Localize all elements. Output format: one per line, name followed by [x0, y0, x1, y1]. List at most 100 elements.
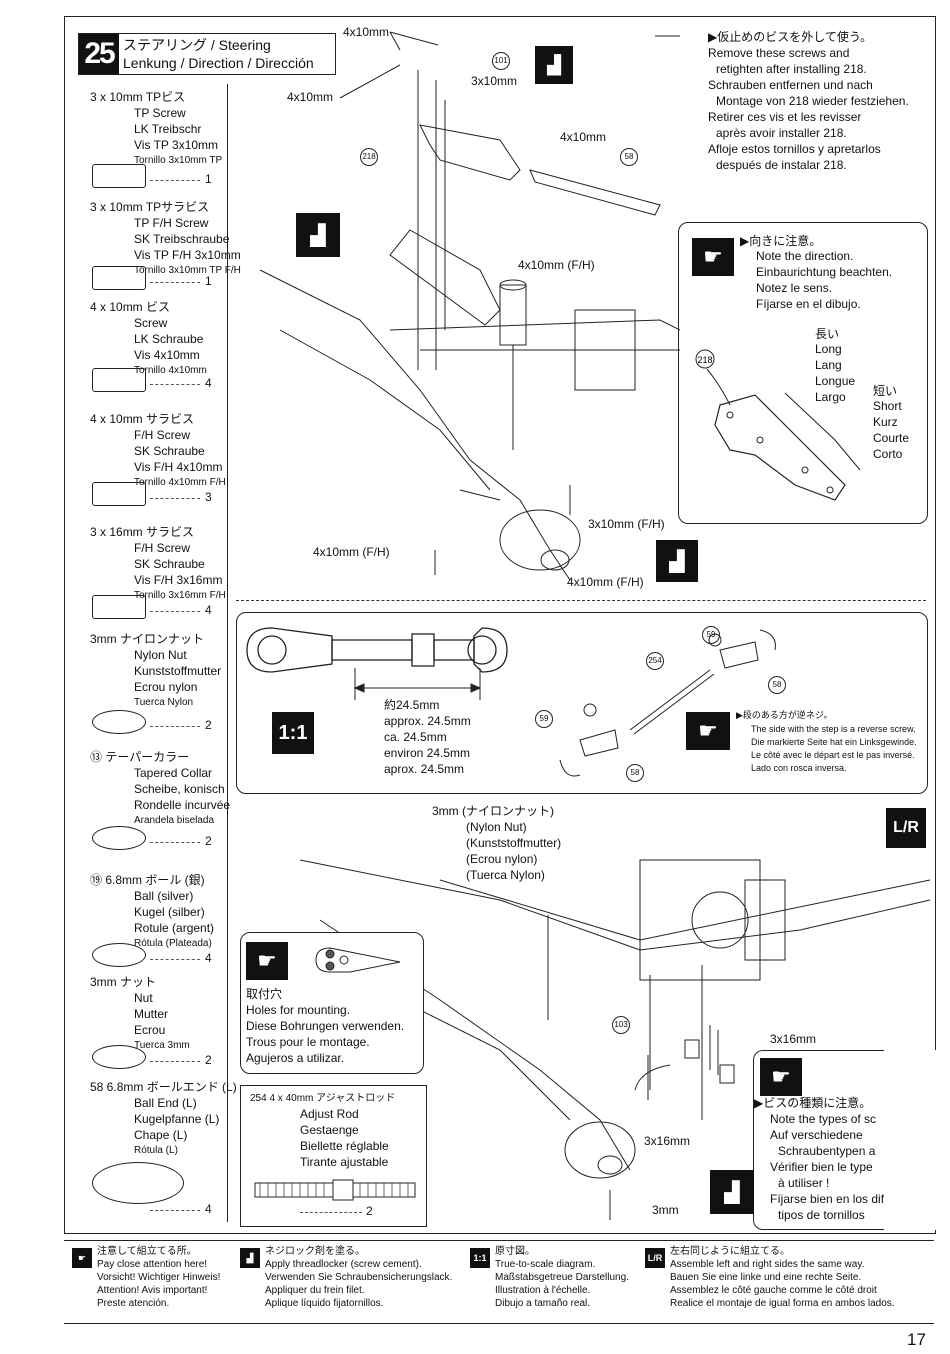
part-7-line-1: ⑬ テーパーカラー	[90, 750, 190, 764]
part-58-callout-b: 58	[768, 676, 786, 694]
screw-types-de2: Schraubentypen a	[778, 1144, 876, 1158]
part-6-leader	[150, 726, 200, 727]
mounting-en: Holes for mounting.	[246, 1003, 351, 1017]
direction-es: Fíjarse en el dibujo.	[756, 297, 861, 311]
part-1-line-1: 3 x 10mm TPビス	[90, 90, 186, 104]
part-4-leader	[150, 498, 200, 499]
legend-2-line-1: ネジロック剤を塗る。	[265, 1246, 365, 1257]
adjust-rod-fr: Biellette réglable	[300, 1139, 389, 1153]
adjust-rod-en: Adjust Rod	[300, 1107, 359, 1121]
part-2-line-4: Vis TP F/H 3x10mm	[134, 248, 241, 262]
short-de: Kurz	[873, 415, 898, 429]
legend-3-line-3: Maßstabsgetreue Darstellung.	[495, 1272, 629, 1283]
short-ja: 短い	[873, 384, 898, 398]
remove-screws-de1: Schrauben entfernen und nach	[708, 78, 873, 92]
part-5-line-5: Tornillo 3x16mm F/H	[134, 590, 226, 601]
part-218-label: 218	[697, 355, 712, 365]
part-6-line-5: Tuerca Nylon	[134, 697, 194, 708]
label-4x10fh-mid: 4x10mm (F/H)	[518, 258, 595, 272]
part-1-line-2: TP Screw	[134, 106, 186, 120]
rod-scale-drawing	[246, 627, 508, 673]
legend-1-line-3: Vorsicht! Wichtiger Hinweis!	[97, 1272, 221, 1283]
part-8-leader	[150, 959, 200, 960]
legend-4-line-1: 左右同じように組立てる。	[670, 1246, 790, 1257]
remove-screws-de2: Montage von 218 wieder festziehen.	[716, 94, 909, 108]
part-58-callout: 58	[620, 148, 638, 166]
ball-end-assembly-drawing	[559, 629, 776, 777]
short-es: Corto	[873, 447, 903, 461]
left-right-icon: L/R	[645, 1248, 665, 1268]
part-3-line-5: Tornillo 4x10mm	[134, 365, 207, 376]
part-9-qty: 2	[205, 1053, 212, 1067]
part-4-line-3: SK Schraube	[134, 444, 205, 458]
hand-icon: ☛	[686, 712, 730, 750]
part-1-line-4: Vis TP 3x10mm	[134, 138, 219, 152]
legend-3-line-1: 原寸図。	[495, 1246, 535, 1257]
part-3-line-3: LK Schraube	[134, 332, 204, 346]
label-3x10: 3x10mm	[471, 74, 518, 88]
rod-length-ja: 約24.5mm	[384, 698, 440, 712]
remove-screws-en2: retighten after installing 218.	[716, 62, 867, 76]
part-9-illustration	[92, 1045, 146, 1069]
part-8-line-1: ⑲ 6.8mm ボール (銀)	[90, 873, 205, 887]
part-3-line-4: Vis 4x10mm	[134, 348, 200, 362]
part-101-callout: 101	[492, 52, 510, 70]
reverse-screw-ja: ▶段のある方が逆ネジ。	[736, 710, 833, 720]
part-2-line-2: TP F/H Screw	[134, 216, 209, 230]
legend-4-line-2: Assemble left and right sides the same w…	[670, 1259, 865, 1270]
screw-types-es1: Fíjarse bien en los dife	[770, 1192, 891, 1206]
part-10-illustration	[92, 1162, 184, 1204]
legend-2-line-2: Apply threadlocker (screw cement).	[265, 1259, 422, 1270]
part-6-illustration	[92, 710, 146, 734]
adjust-rod-qty: 2	[366, 1204, 373, 1218]
long-en: Long	[815, 342, 842, 356]
long-de: Lang	[815, 358, 842, 372]
part-3-line-2: Screw	[134, 316, 168, 330]
mounting-ja: 取付穴	[246, 987, 283, 1001]
part-7-line-2: Tapered Collar	[134, 766, 213, 780]
part-10-line-4: Chape (L)	[134, 1128, 188, 1142]
part-6-line-4: Ecrou nylon	[134, 680, 198, 694]
adjust-rod-title: 254 4 x 40mm アジャストロッド	[250, 1093, 396, 1104]
hand-icon: ☛	[72, 1248, 92, 1268]
part-3-line-1: 4 x 10mm ビス	[90, 300, 171, 314]
part-3-leader	[150, 384, 200, 385]
part-3-illustration	[92, 368, 146, 392]
legend-1-line-4: Attention! Avis important!	[97, 1285, 208, 1296]
steering-plate-detail: 218	[695, 349, 861, 501]
part-4-illustration	[92, 482, 146, 506]
remove-screws-fr1: Retirer ces vis et les revisser	[708, 110, 862, 124]
part-9-line-5: Tuerca 3mm	[134, 1040, 190, 1051]
screw-types-ja: ▶ビスの種類に注意。	[754, 1096, 872, 1110]
label-3x16-bottom: 3x16mm	[644, 1134, 691, 1148]
part-2-leader	[150, 282, 200, 283]
screw-types-fr1: Vérifier bien le type	[770, 1160, 873, 1174]
direction-de: Einbaurichtung beachten.	[756, 265, 893, 279]
part-7-qty: 2	[205, 834, 212, 848]
part-5-leader	[150, 611, 200, 612]
adjust-rod-es: Tirante ajustable	[300, 1155, 389, 1169]
part-4-line-2: F/H Screw	[134, 428, 191, 442]
steering-assembly-diagram	[259, 31, 680, 581]
threadlocker-icon: ▟	[535, 46, 573, 84]
left-right-icon: L/R	[886, 808, 926, 848]
adjust-rod-de: Gestaenge	[300, 1123, 359, 1137]
part-6-qty: 2	[205, 718, 212, 732]
part-8-line-4: Rotule (argent)	[134, 921, 215, 935]
legend-2-line-4: Appliquer du frein filet.	[265, 1285, 365, 1296]
part-4-line-1: 4 x 10mm サラビス	[90, 412, 195, 426]
part-9-leader	[150, 1061, 200, 1062]
legend-2-line-3: Verwenden Sie Schraubensicherungslack.	[265, 1272, 453, 1283]
scale-icon: 1:1	[272, 712, 314, 754]
section-divider	[236, 600, 926, 601]
reverse-screw-es: Lado con rosca inversa.	[751, 763, 847, 773]
threadlocker-icon: ▟	[240, 1248, 260, 1268]
part-7-line-3: Scheibe, konisch	[134, 782, 225, 796]
reverse-screw-de: Die markierte Seite hat ein Linksgewinde…	[751, 737, 917, 747]
part-4-line-5: Tornillo 4x10mm F/H	[134, 477, 226, 488]
part-2-illustration	[92, 266, 146, 290]
part-8-qty: 4	[205, 951, 212, 965]
part-9-line-3: Mutter	[134, 1007, 169, 1021]
part-6-line-2: Nylon Nut	[134, 648, 187, 662]
part-2-line-5: Tornillo 3x10mm TP F/H	[134, 265, 241, 276]
